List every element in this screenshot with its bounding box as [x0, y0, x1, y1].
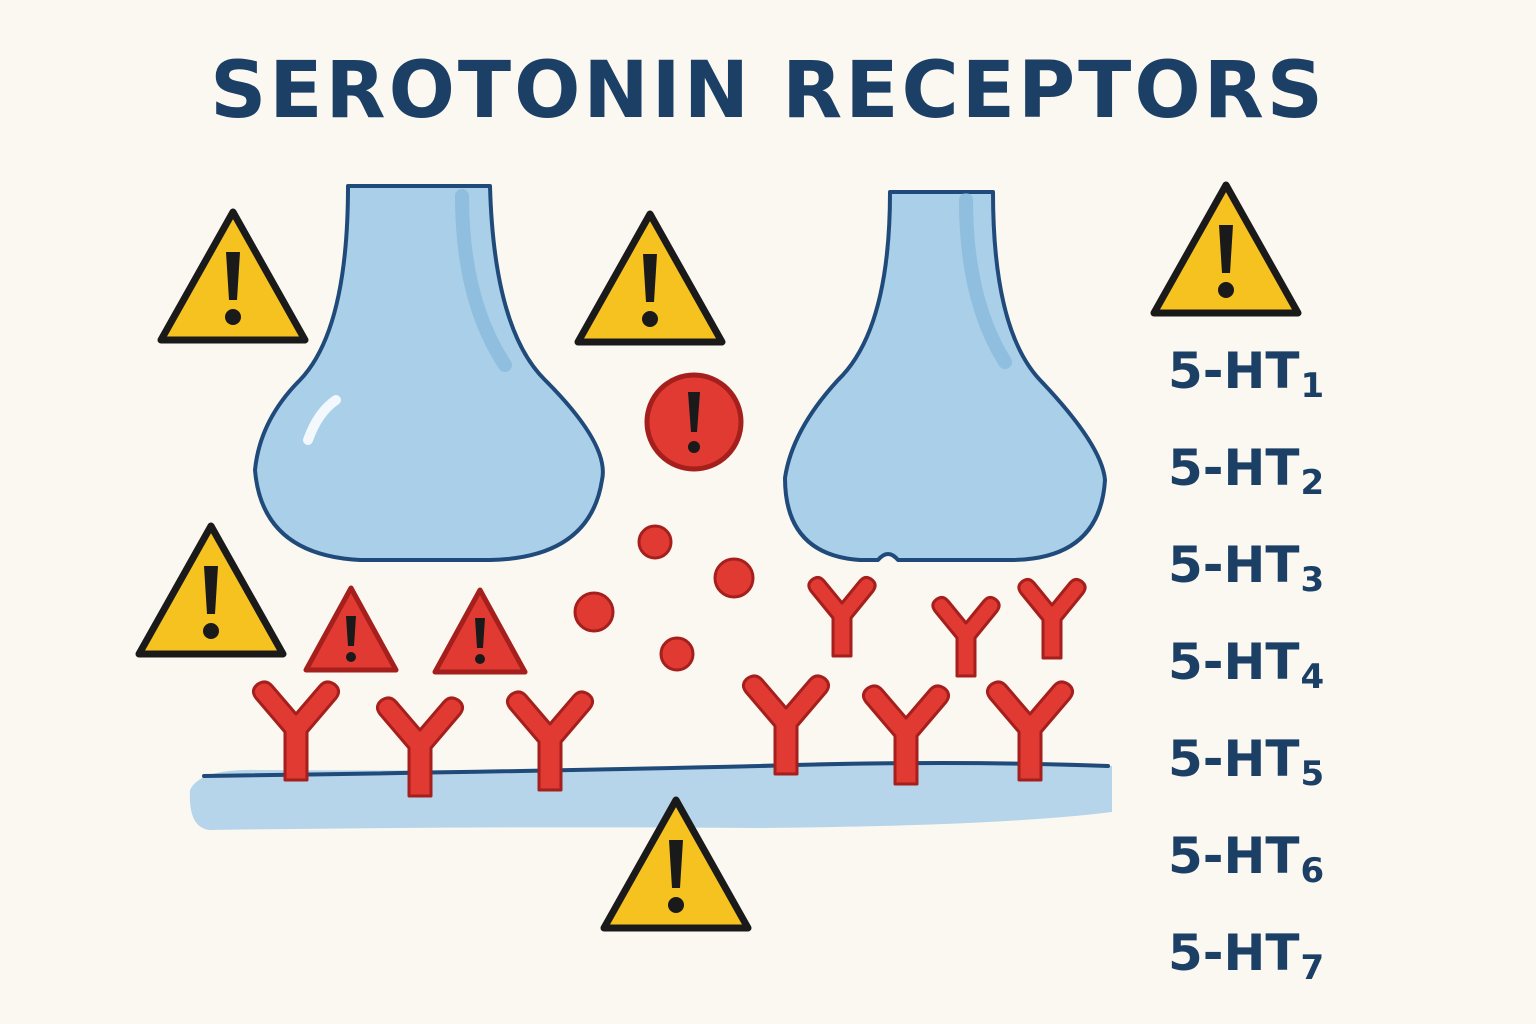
receptor-icon [741, 674, 831, 776]
receptor-subtype: 5-HT7 [1168, 924, 1325, 988]
red-warning-triangle-icon [306, 588, 396, 670]
alert-circle-icon [644, 372, 744, 472]
receptor-icon [807, 575, 877, 658]
serotonin-molecules [573, 524, 755, 672]
receptor-icon [931, 595, 1001, 678]
receptor-subtype: 5-HT1 [1168, 342, 1325, 406]
receptor-icon [251, 680, 341, 782]
receptor-subtype: 5-HT5 [1168, 730, 1325, 794]
presynaptic-neuron-left [253, 184, 605, 562]
postsynaptic-membrane [189, 761, 1113, 830]
serotonin-molecule [659, 636, 695, 672]
page-title: SEROTONIN RECEPTORS [210, 46, 1326, 136]
warning-triangle-icon [578, 214, 722, 342]
red-warning-triangle-icon [435, 590, 525, 672]
receptor-icon [1017, 577, 1087, 660]
serotonin-molecule [637, 524, 673, 560]
receptor-subtype-list: 5-HT1 5-HT2 5-HT3 5-HT4 5-HT5 5-HT6 5-HT… [1168, 336, 1324, 1015]
receptor-subtype: 5-HT2 [1168, 439, 1325, 503]
warning-triangle-icon [139, 526, 283, 654]
serotonin-molecule [713, 557, 755, 599]
receptor-subtype: 5-HT4 [1168, 633, 1325, 697]
presynaptic-neuron-right [783, 190, 1107, 562]
receptor-subtype: 5-HT6 [1168, 827, 1325, 891]
receptor-subtype: 5-HT3 [1168, 536, 1325, 600]
floating-receptors [807, 575, 1087, 678]
serotonin-molecule [573, 591, 615, 633]
warning-triangle-icon [1154, 185, 1298, 313]
warning-triangle-icon [161, 212, 305, 340]
